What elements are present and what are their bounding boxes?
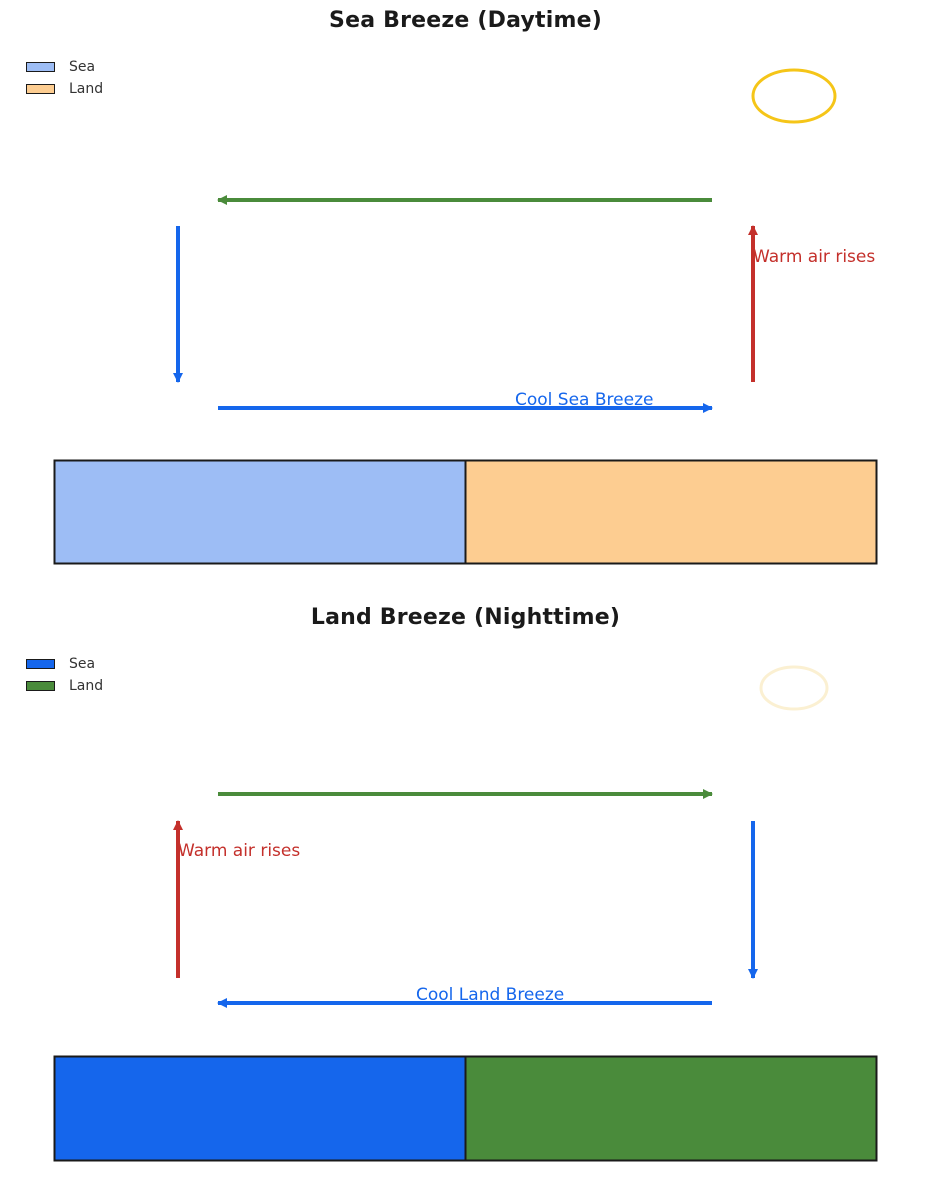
warm-air-rises-label: Warm air rises bbox=[178, 841, 300, 861]
legend-label: Sea bbox=[69, 59, 96, 75]
land-breeze-diagram: Warm air rises Cool Land Breeze bbox=[53, 665, 878, 1162]
legend-swatch-land bbox=[26, 84, 55, 94]
legend-label: Land bbox=[69, 678, 104, 694]
cool-sea-breeze-label: Cool Sea Breeze bbox=[515, 390, 653, 410]
legend-label: Land bbox=[69, 81, 104, 97]
sea-surface bbox=[53, 459, 467, 565]
land-surface bbox=[464, 459, 878, 565]
legend-swatch-sea bbox=[26, 659, 55, 669]
sun-icon bbox=[759, 665, 829, 711]
panel-title: Sea Breeze (Daytime) bbox=[329, 8, 602, 33]
sea-breeze-diagram: Warm air rises Cool Sea Breeze bbox=[53, 68, 878, 565]
land-breeze-panel: Warm air rises Cool Land Breeze Land Bre… bbox=[0, 597, 931, 1193]
warm-air-rises-label: Warm air rises bbox=[753, 247, 875, 267]
legend: Sea Land bbox=[26, 653, 103, 697]
legend-item-land: Land bbox=[26, 675, 103, 697]
sea-surface bbox=[53, 1055, 467, 1162]
legend-label: Sea bbox=[69, 656, 96, 672]
legend-swatch-land bbox=[26, 681, 55, 691]
sun-icon bbox=[751, 68, 837, 124]
cool-land-breeze-label: Cool Land Breeze bbox=[416, 985, 564, 1005]
legend-item-sea: Sea bbox=[26, 653, 103, 675]
legend-item-land: Land bbox=[26, 78, 103, 100]
sea-breeze-panel: Warm air rises Cool Sea Breeze Sea Breez… bbox=[0, 0, 931, 596]
legend: Sea Land bbox=[26, 56, 103, 100]
land-surface bbox=[464, 1055, 878, 1162]
legend-swatch-sea bbox=[26, 62, 55, 72]
panel-title: Land Breeze (Nighttime) bbox=[310, 605, 621, 630]
legend-item-sea: Sea bbox=[26, 56, 103, 78]
